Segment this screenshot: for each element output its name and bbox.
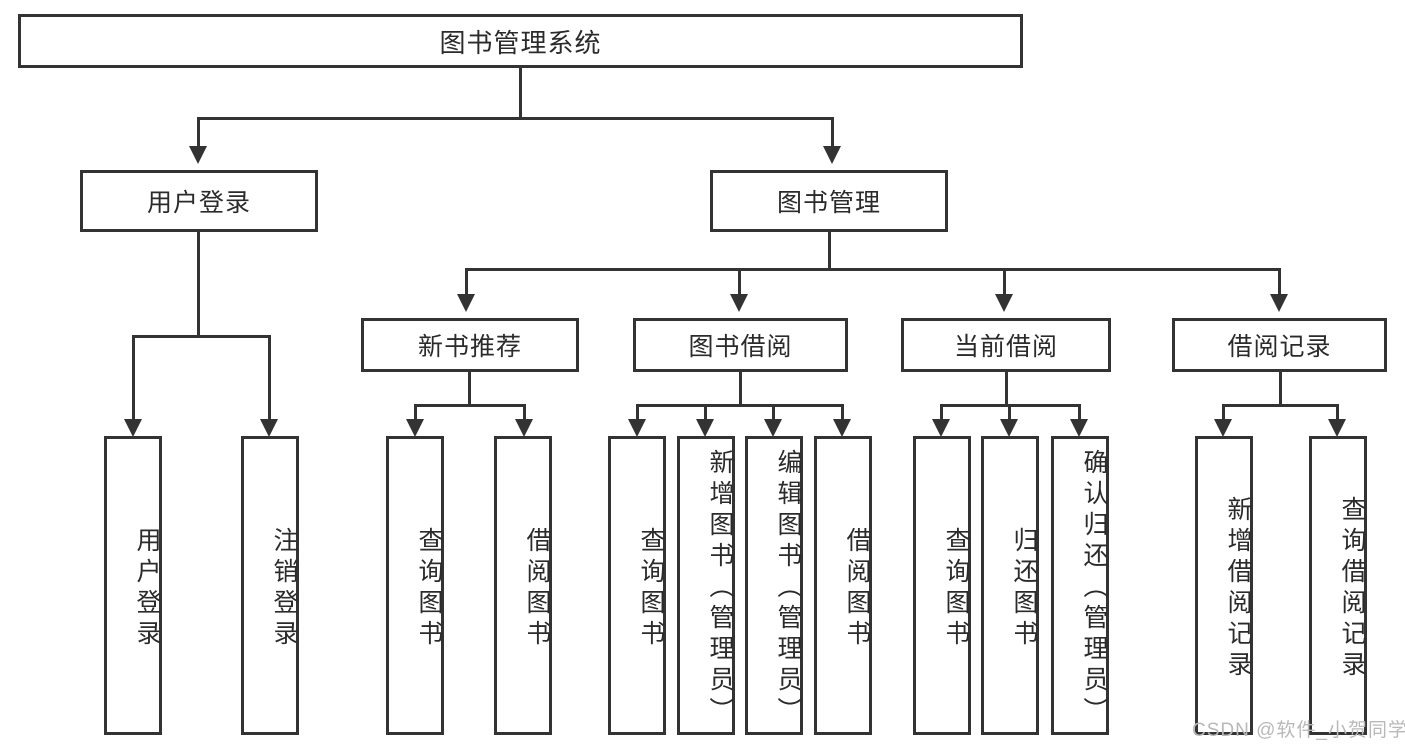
arrowhead-leaf-add-record [1214, 419, 1232, 437]
arrowhead-leaf-borrow-book-1 [515, 419, 533, 437]
leaf-query-book-3[interactable]: 查询图书 [913, 436, 971, 735]
arrowhead-book-borrow [730, 294, 748, 312]
arrowhead-leaf-add-book [696, 419, 714, 437]
leaf-confirm-return[interactable]: 确认归还（管理员） [1051, 436, 1109, 735]
node-book-borrow[interactable]: 图书借阅 [633, 318, 848, 372]
arrowhead-leaf-query-record [1328, 419, 1346, 437]
connector-borrow-record-drop-2 [1336, 404, 1339, 421]
arrowhead-current-borrow [995, 294, 1013, 312]
connector-book-manage-trunk [828, 232, 831, 270]
arrowhead-leaf-confirm-return [1070, 419, 1088, 437]
connector-book-borrow-bar [636, 404, 844, 407]
connector-book-borrow-drop-3 [772, 404, 775, 421]
leaf-user-login[interactable]: 用户登录 [104, 436, 162, 735]
connector-to-new-book-recommend [465, 268, 468, 295]
connector-new-book-trunk [468, 372, 471, 406]
leaf-return-book[interactable]: 归还图书 [981, 436, 1039, 735]
arrowhead-to-book-manage [823, 146, 841, 164]
arrowhead-leaf-edit-book [764, 419, 782, 437]
connector-current-borrow-trunk [1005, 372, 1008, 406]
connector-user-login-drop-2 [268, 335, 271, 421]
node-new-book-recommend[interactable]: 新书推荐 [361, 318, 579, 372]
arrowhead-to-user-login [189, 146, 207, 164]
connector-to-borrow-record [1278, 268, 1281, 295]
connector-to-book-borrow [738, 268, 741, 295]
connector-book-borrow-trunk [739, 372, 742, 406]
connector-root-trunk [519, 68, 522, 118]
connector-to-book-manage [831, 117, 834, 147]
connector-book-borrow-drop-2 [704, 404, 707, 421]
arrowhead-leaf-return-book [1000, 419, 1018, 437]
connector-user-login-drop-1 [132, 335, 135, 421]
arrowhead-leaf-query-book-1 [406, 419, 424, 437]
arrowhead-borrow-record [1270, 294, 1288, 312]
connector-book-borrow-drop-4 [841, 404, 844, 421]
node-user-login[interactable]: 用户登录 [80, 170, 318, 232]
connector-new-book-drop-1 [414, 404, 417, 421]
connector-new-book-bar [414, 404, 526, 407]
leaf-query-record[interactable]: 查询借阅记录 [1309, 436, 1367, 735]
arrowhead-leaf-user-login [124, 419, 142, 437]
connector-user-login-trunk [197, 232, 200, 337]
leaf-logout-login[interactable]: 注销登录 [241, 436, 299, 735]
arrowhead-leaf-query-book-2 [628, 419, 646, 437]
node-borrow-record[interactable]: 借阅记录 [1172, 318, 1387, 372]
node-current-borrow[interactable]: 当前借阅 [901, 318, 1111, 372]
arrowhead-leaf-logout-login [260, 419, 278, 437]
connector-borrow-record-bar [1222, 404, 1339, 407]
leaf-borrow-book-1[interactable]: 借阅图书 [494, 436, 552, 735]
leaf-add-record[interactable]: 新增借阅记录 [1195, 436, 1253, 735]
connector-book-borrow-drop-1 [636, 404, 639, 421]
csdn-watermark: CSDN @软件_小贺同学 [1192, 720, 1405, 741]
connector-current-borrow-drop-1 [940, 404, 943, 421]
node-root-system[interactable]: 图书管理系统 [18, 14, 1023, 68]
leaf-query-book-1[interactable]: 查询图书 [386, 436, 444, 735]
node-book-manage[interactable]: 图书管理 [710, 170, 948, 232]
connector-current-borrow-drop-2 [1008, 404, 1011, 421]
arrowhead-leaf-query-book-3 [932, 419, 950, 437]
arrowhead-leaf-borrow-book-2 [833, 419, 851, 437]
connector-root-bar [197, 117, 834, 120]
connector-to-current-borrow [1003, 268, 1006, 295]
arrowhead-new-book-recommend [457, 294, 475, 312]
connector-borrow-record-trunk [1279, 372, 1282, 406]
leaf-add-book[interactable]: 新增图书（管理员） [677, 436, 735, 735]
connector-book-manage-bar [465, 268, 1281, 271]
connector-current-borrow-drop-3 [1078, 404, 1081, 421]
leaf-edit-book[interactable]: 编辑图书（管理员） [745, 436, 803, 735]
leaf-borrow-book-2[interactable]: 借阅图书 [814, 436, 872, 735]
connector-user-login-bar [132, 335, 270, 338]
leaf-query-book-2[interactable]: 查询图书 [608, 436, 666, 735]
connector-to-user-login [197, 117, 200, 147]
connector-borrow-record-drop-1 [1222, 404, 1225, 421]
connector-new-book-drop-2 [523, 404, 526, 421]
